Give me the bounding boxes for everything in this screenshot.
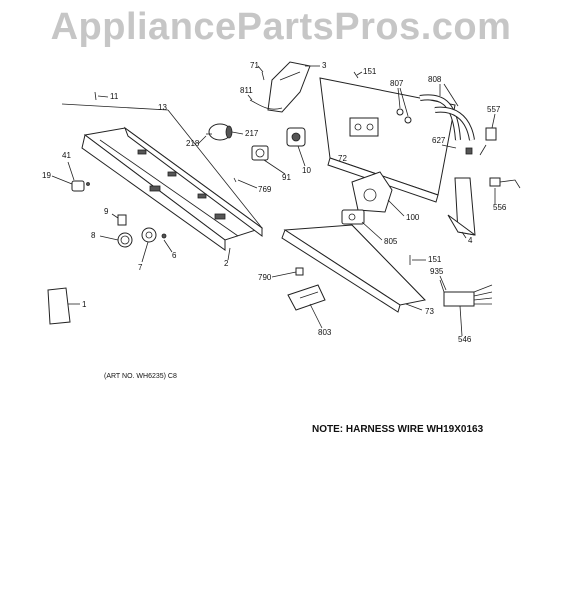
screw-71 [261,71,265,81]
callout-218: 218 [186,139,200,148]
knob-8 [117,232,133,248]
bracket-3-part [267,61,311,113]
art-number: (ART NO. WH6235) C8 [104,373,177,380]
wire-harness-part [439,279,493,307]
part-803 [287,284,326,311]
callout-8: 8 [91,231,96,240]
callout-3: 3 [322,61,327,70]
part-556 [489,177,521,189]
screw-769 [233,177,237,183]
knob-19 [71,180,90,192]
switch-9 [117,214,127,226]
knob-7 [141,227,167,243]
callout-807: 807 [390,79,404,88]
callout-100: 100 [406,213,420,222]
pressure-switch-part [251,145,269,161]
callout-805: 805 [384,237,398,246]
manual-part-1 [47,287,71,325]
bracket-4-part [447,177,476,236]
callout-627: 627 [432,136,446,145]
callout-4: 4 [468,236,473,245]
callout-935: 935 [430,267,444,276]
timer-part [286,127,306,147]
callout-13: 13 [158,103,167,112]
callout-7: 7 [138,263,143,272]
inlet-hoses-part [396,94,475,155]
callout-9: 9 [104,207,109,216]
part-805 [341,209,365,225]
callout-151b: 151 [428,255,442,264]
callout-71: 71 [250,61,259,70]
callout-10: 10 [302,166,311,175]
callout-1: 1 [82,300,87,309]
callout-11: 11 [110,92,119,101]
screw-151-top [353,71,359,79]
callout-72: 72 [338,154,347,163]
callout-19: 19 [42,171,51,180]
callout-556: 556 [493,203,507,212]
callout-73: 73 [425,307,434,316]
callout-546: 546 [458,335,472,344]
callout-91: 91 [282,173,291,182]
control-panel-part [61,103,264,251]
callout-790: 790 [258,273,272,282]
hose-811 [249,99,283,110]
callout-217: 217 [245,129,259,138]
callout-769: 769 [258,185,272,194]
callout-41: 41 [62,151,71,160]
harness-note: NOTE: HARNESS WIRE WH19X0163 [312,424,484,435]
part-790 [295,267,304,276]
callout-2: 2 [224,259,229,268]
capacitor-part [206,123,233,141]
leader-lines [51,65,496,337]
callout-808: 808 [428,75,442,84]
callout-6: 6 [172,251,177,260]
callout-151: 151 [363,67,377,76]
callout-803: 803 [318,328,332,337]
part-557 [479,127,497,156]
screw-11 [94,91,97,101]
cover-panel-part [281,224,426,313]
watermark: AppliancePartsPros.com [50,6,512,48]
callout-557: 557 [487,105,501,114]
callout-811: 811 [240,86,253,95]
